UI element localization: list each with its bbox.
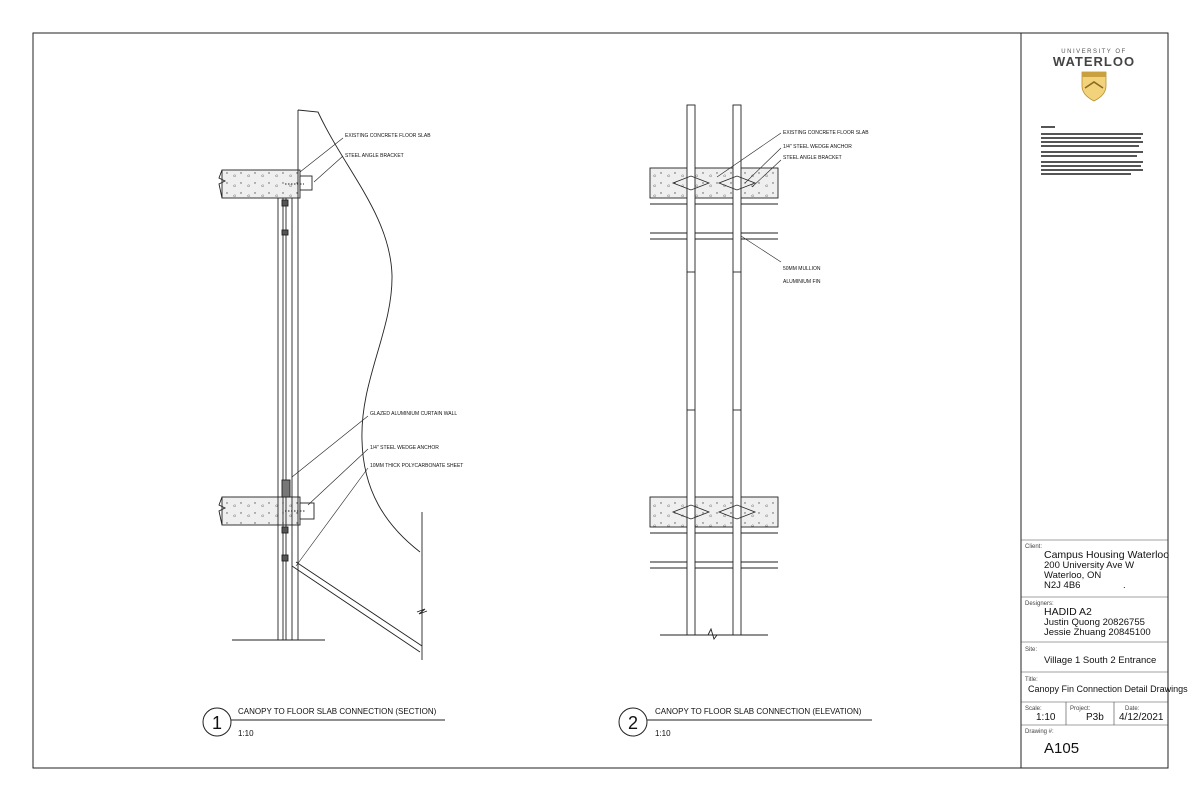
cw-clip-3	[281, 479, 291, 498]
leader-elev-mullion	[740, 235, 782, 263]
fin-left	[686, 104, 696, 636]
detail-2-number: 2	[628, 713, 638, 733]
cw-clip-5	[281, 554, 289, 562]
detail-1-bubble	[202, 707, 232, 737]
fin-right	[732, 104, 742, 636]
logo-university-of: UNIVERSITY OF	[1061, 49, 1126, 55]
anchor-upper-right	[717, 175, 757, 191]
crest-icon	[1081, 71, 1107, 102]
title-label: Title:	[1025, 677, 1038, 683]
detail-2-elevation	[649, 104, 782, 640]
anchor-upper-left	[671, 175, 711, 191]
logo-waterloo: WATERLOO	[1053, 54, 1135, 69]
detail-2-scale: 1:10	[655, 729, 671, 738]
titleblock-fine-print	[1041, 126, 1143, 175]
client-address-1: 200 University Ave W	[1044, 560, 1134, 571]
d2-note-mullion: 50MM MULLION	[783, 266, 821, 272]
title-block: UNIVERSITY OF WATERLOO Client: Campus Ho…	[1021, 49, 1188, 757]
client-address-3: N2J 4B6	[1044, 580, 1080, 591]
detail-1-number: 1	[212, 713, 222, 733]
detail-1-scale: 1:10	[238, 729, 254, 738]
drawing-number: A105	[1044, 740, 1079, 757]
anchor-lower-right	[717, 504, 757, 520]
client-dot: .	[1123, 580, 1126, 591]
elev-upper-slab	[649, 167, 779, 199]
d2-note-fin: ALUMINIUM FIN	[783, 279, 821, 285]
leader-angle-bracket	[313, 155, 344, 183]
leader-polycarbonate	[295, 467, 369, 567]
project-value: P3b	[1086, 712, 1104, 723]
leader-elev-angle-bracket	[751, 159, 782, 188]
site-label: Site:	[1025, 647, 1037, 653]
detail-2-title: CANOPY TO FLOOR SLAB CONNECTION (ELEVATI…	[655, 707, 862, 716]
d1-note-polycarbonate: 10MM THICK POLYCARBONATE SHEET	[370, 463, 463, 469]
d1-note-wedge-anchor: 1/4" STEEL WEDGE ANCHOR	[370, 445, 439, 451]
scale-label: Scale:	[1025, 706, 1042, 712]
cw-clip-2	[281, 229, 289, 236]
upper-slab-break	[218, 169, 227, 199]
d2-note-angle-bracket: STEEL ANGLE BRACKET	[783, 155, 842, 161]
canopy-sheet	[291, 561, 423, 653]
client-label: Client:	[1025, 544, 1042, 550]
leader-existing-slab	[299, 137, 344, 173]
designers-label: Designers:	[1025, 601, 1054, 607]
lower-slab-break	[218, 496, 227, 526]
d1-note-curtain-wall: GLAZED ALUMINIUM CURTAIN WALL	[370, 411, 457, 417]
client-address-2: Waterloo, ON	[1044, 570, 1101, 581]
upper-angle-bracket	[299, 175, 313, 191]
title-value: Canopy Fin Connection Detail Drawings	[1028, 684, 1188, 694]
cw-clip-4	[281, 526, 289, 534]
scale-value: 1:10	[1036, 712, 1056, 723]
fin-outline	[297, 109, 421, 553]
detail-1-title: CANOPY TO FLOOR SLAB CONNECTION (SECTION…	[238, 707, 437, 716]
project-label: Project:	[1070, 706, 1091, 712]
designer-2: Jessie Zhuang 20845100	[1044, 627, 1151, 638]
date-value: 4/12/2021	[1119, 712, 1164, 723]
cw-clip-1	[281, 199, 289, 207]
leader-elev-existing-slab	[716, 132, 782, 178]
leader-wedge-anchor	[307, 448, 369, 506]
lower-angle-bracket	[299, 502, 315, 520]
upper-slab	[221, 169, 301, 199]
d2-note-existing-slab: EXISTING CONCRETE FLOOR SLAB	[783, 130, 869, 136]
date-label: Date:	[1125, 706, 1140, 712]
client-name: Campus Housing Waterloo	[1044, 549, 1169, 561]
d1-note-existing-slab: EXISTING CONCRETE FLOOR SLAB	[345, 133, 431, 139]
team-name: HADID A2	[1044, 606, 1092, 618]
d2-note-wedge-anchor: 1/4" STEEL WEDGE ANCHOR	[783, 144, 852, 150]
elev-lower-slab	[649, 496, 779, 528]
support-break	[416, 608, 428, 615]
site-value: Village 1 South 2 Entrance	[1044, 655, 1156, 666]
detail-1-section	[218, 109, 428, 660]
detail-2-bubble	[618, 707, 648, 737]
drawing-label: Drawing #:	[1025, 729, 1054, 735]
sheet-border	[32, 32, 1169, 769]
elev-ground-break	[707, 627, 718, 640]
anchor-lower-left	[671, 504, 711, 520]
d1-note-angle-bracket: STEEL ANGLE BRACKET	[345, 153, 404, 159]
leader-curtain-wall	[291, 415, 369, 478]
leader-elev-wedge-anchor	[744, 147, 782, 184]
designer-1: Justin Quong 20826755	[1044, 617, 1145, 628]
